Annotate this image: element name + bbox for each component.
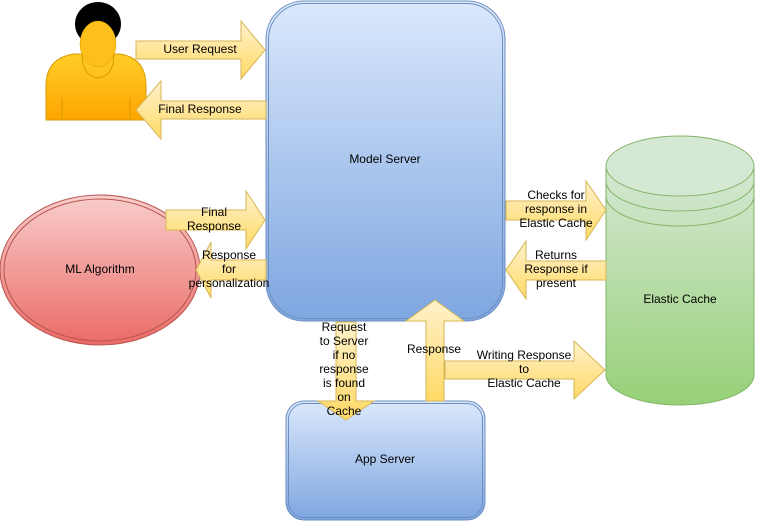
elastic-cache-node — [605, 135, 755, 406]
response-personalization-label: Response for personalization — [188, 248, 270, 290]
response-personalization-arrow — [195, 241, 267, 299]
response-up-label: Response — [406, 342, 462, 356]
app-server-label: App Server — [354, 452, 416, 466]
app-server-node — [285, 400, 486, 521]
returns-response-arrow — [505, 239, 607, 301]
user-icon — [45, 2, 147, 121]
returns-response-label: Returns Response if present — [524, 248, 588, 290]
user-request-label: User Request — [163, 42, 237, 56]
checks-cache-label: Checks for response in Elastic Cache — [519, 188, 593, 230]
final-response-user-arrow — [135, 79, 267, 141]
request-to-server-arrow — [316, 321, 376, 421]
elastic-cache-label: Elastic Cache — [643, 292, 717, 306]
final-response-user-label: Final Response — [158, 102, 242, 116]
user-request-arrow — [135, 19, 266, 81]
checks-cache-arrow — [505, 179, 607, 242]
model-server-node — [265, 0, 506, 322]
ml-algorithm-label: ML Algorithm — [65, 262, 135, 276]
writing-response-arrow — [444, 339, 606, 401]
final-response-ml-arrow — [165, 189, 266, 251]
request-to-server-label: Request to Server if no response is foun… — [319, 320, 369, 418]
writing-response-label: Writing Response to Elastic Cache — [476, 348, 572, 390]
model-server-label: Model Server — [349, 152, 421, 166]
final-response-ml-label: Final Response — [186, 205, 242, 233]
response-up-arrow — [404, 299, 466, 402]
